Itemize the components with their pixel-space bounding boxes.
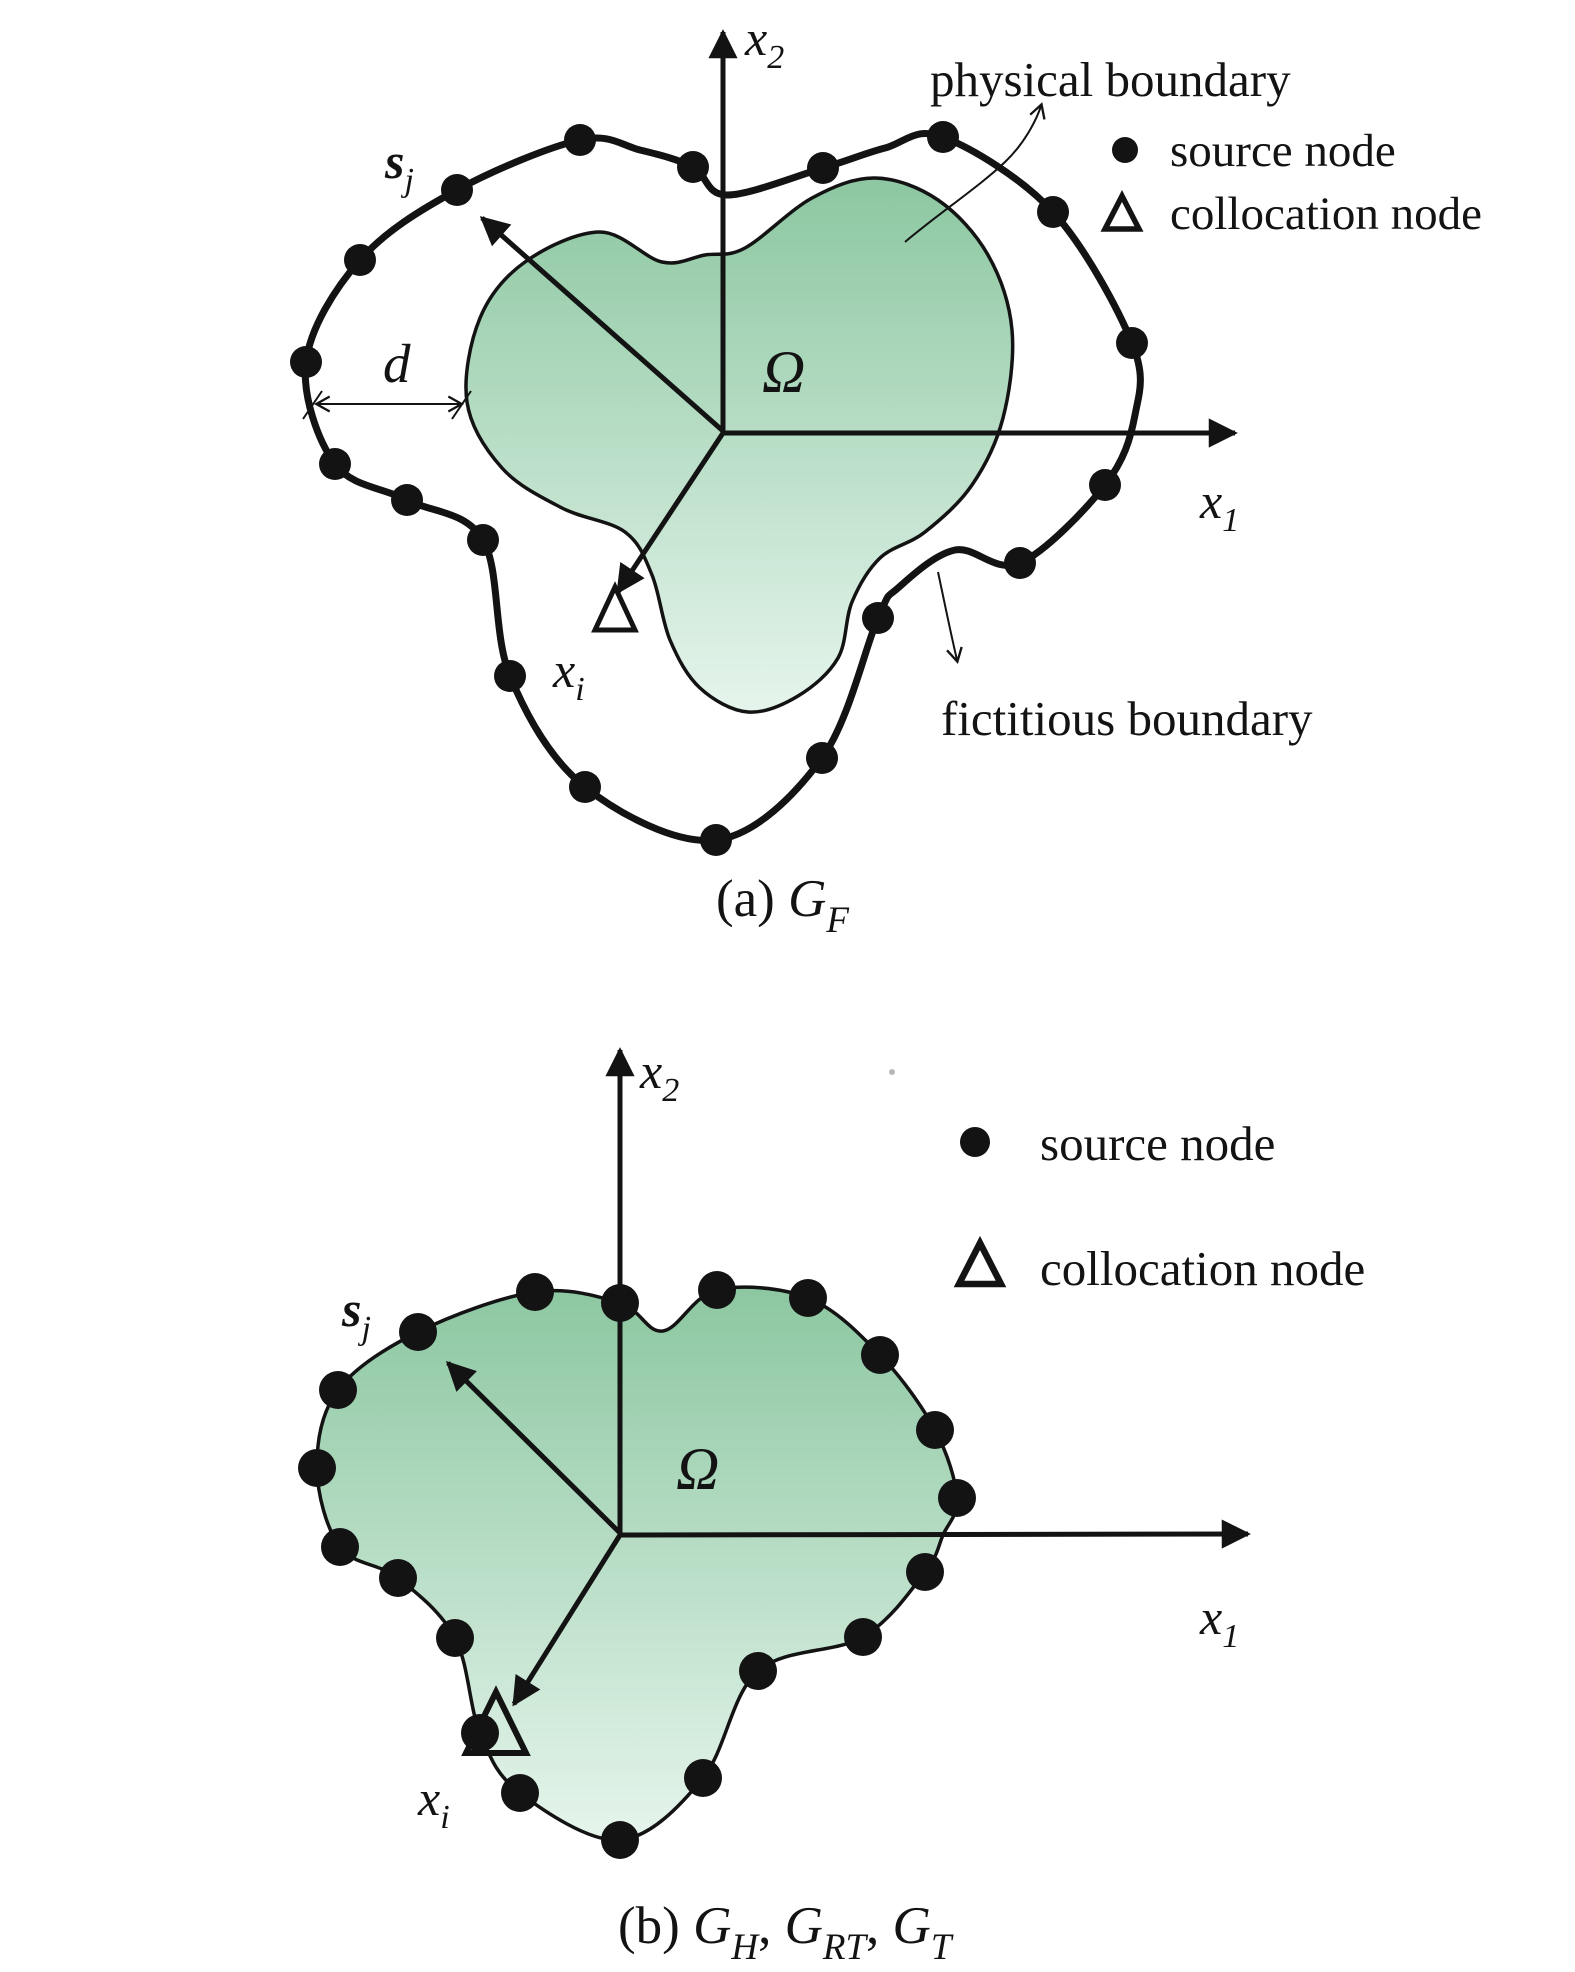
physical-domain-region xyxy=(464,176,1015,714)
x2-axis-label: x2 xyxy=(639,1043,679,1109)
source-node-dot xyxy=(319,1371,357,1409)
source-node-dot xyxy=(564,124,596,156)
fictitious-boundary-pointer-arrow xyxy=(937,571,963,664)
source-vector-arrow xyxy=(479,216,725,433)
caption-a: (a) GF xyxy=(716,870,849,941)
caption-b: (b) GH, GRT, GT xyxy=(618,1897,954,1968)
collocation-node-marker xyxy=(461,1685,531,1756)
source-point-label: sj xyxy=(384,133,414,199)
source-node-dot xyxy=(379,1559,417,1597)
source-node-dot xyxy=(601,1284,639,1322)
source-node-dot xyxy=(467,524,499,556)
domain-label: Ω xyxy=(762,339,805,405)
collocation-point-label: xi xyxy=(552,642,585,708)
legend: source node collocation node xyxy=(1100,125,1482,240)
x1-axis xyxy=(619,1519,1251,1549)
source-node-dot xyxy=(391,484,423,516)
source-node-dot xyxy=(927,121,959,153)
source-node-dot xyxy=(938,1479,976,1517)
source-node-dot xyxy=(1004,547,1036,579)
legend-collocation-triangle-icon xyxy=(953,1235,1007,1288)
figure-b: x2 x1 Ω sj xi source node collocation no… xyxy=(298,1043,1365,1968)
source-node-dot xyxy=(494,660,526,692)
source-node-dot xyxy=(677,151,709,183)
domain-region xyxy=(315,1285,959,1842)
source-node-dot xyxy=(700,824,732,856)
domain-label: Ω xyxy=(676,1436,719,1502)
source-node-dot xyxy=(441,174,473,206)
offset-label: d xyxy=(383,333,411,394)
collocation-point-label: xi xyxy=(417,1770,450,1836)
figure-a: x2 x1 Ω sj xi d physical boundary fictit… xyxy=(290,10,1482,941)
source-node-dot xyxy=(906,1553,944,1591)
x2-axis-label: x2 xyxy=(744,10,784,76)
legend-collocation-label: collocation node xyxy=(1170,188,1482,240)
source-node-dot xyxy=(1116,327,1148,359)
source-node-dot xyxy=(861,1336,899,1374)
source-node-dot xyxy=(436,1619,474,1657)
legend: source node collocation node xyxy=(953,1116,1365,1296)
source-node-dot xyxy=(319,448,351,480)
source-node-dot xyxy=(862,602,894,634)
source-node-dot xyxy=(739,1652,777,1690)
source-node-dot xyxy=(789,1279,827,1317)
collocation-node-marker xyxy=(591,581,639,633)
legend-collocation-label: collocation node xyxy=(1040,1241,1365,1296)
source-node-dot xyxy=(290,346,322,378)
source-node-dot xyxy=(698,1271,736,1309)
collocation-vector-arrow xyxy=(615,431,726,595)
source-point-label: sj xyxy=(341,1281,371,1347)
source-node-dot xyxy=(916,1411,954,1449)
legend-collocation-triangle-icon xyxy=(1100,189,1144,232)
physical-boundary-annotation: physical boundary xyxy=(930,52,1291,107)
offset-dimension xyxy=(302,390,472,420)
x1-axis-label: x1 xyxy=(1199,1589,1239,1655)
legend-source-dot-icon xyxy=(1112,137,1138,163)
source-node-dot xyxy=(807,152,839,184)
source-node-dot xyxy=(321,1528,359,1566)
source-node-dot xyxy=(806,742,838,774)
source-node-dot xyxy=(1089,469,1121,501)
legend-source-label: source node xyxy=(1040,1116,1275,1171)
offset-tick-left xyxy=(302,390,323,420)
physical-boundary-pointer-arrow xyxy=(904,102,1046,243)
source-node-dot xyxy=(399,1313,437,1351)
source-node-dot xyxy=(1037,196,1069,228)
source-node-dot xyxy=(516,1273,554,1311)
artifact-speck xyxy=(889,1069,895,1075)
source-nodes xyxy=(290,121,1148,856)
source-vector-arrow xyxy=(445,1360,622,1535)
source-node-dot xyxy=(298,1449,336,1487)
source-node-dot xyxy=(601,1821,639,1859)
source-node-dot xyxy=(684,1759,722,1797)
source-node-dot xyxy=(569,771,601,803)
collocation-vector-arrow xyxy=(511,1533,623,1707)
source-node-dot xyxy=(344,244,376,276)
source-node-dot xyxy=(844,1618,882,1656)
offset-tick-right xyxy=(451,390,472,420)
legend-source-dot-icon xyxy=(960,1127,990,1157)
source-node-dot xyxy=(501,1774,539,1812)
x1-axis-label: x1 xyxy=(1199,473,1239,539)
legend-source-label: source node xyxy=(1170,125,1396,177)
fictitious-boundary-annotation: fictitious boundary xyxy=(941,691,1313,746)
